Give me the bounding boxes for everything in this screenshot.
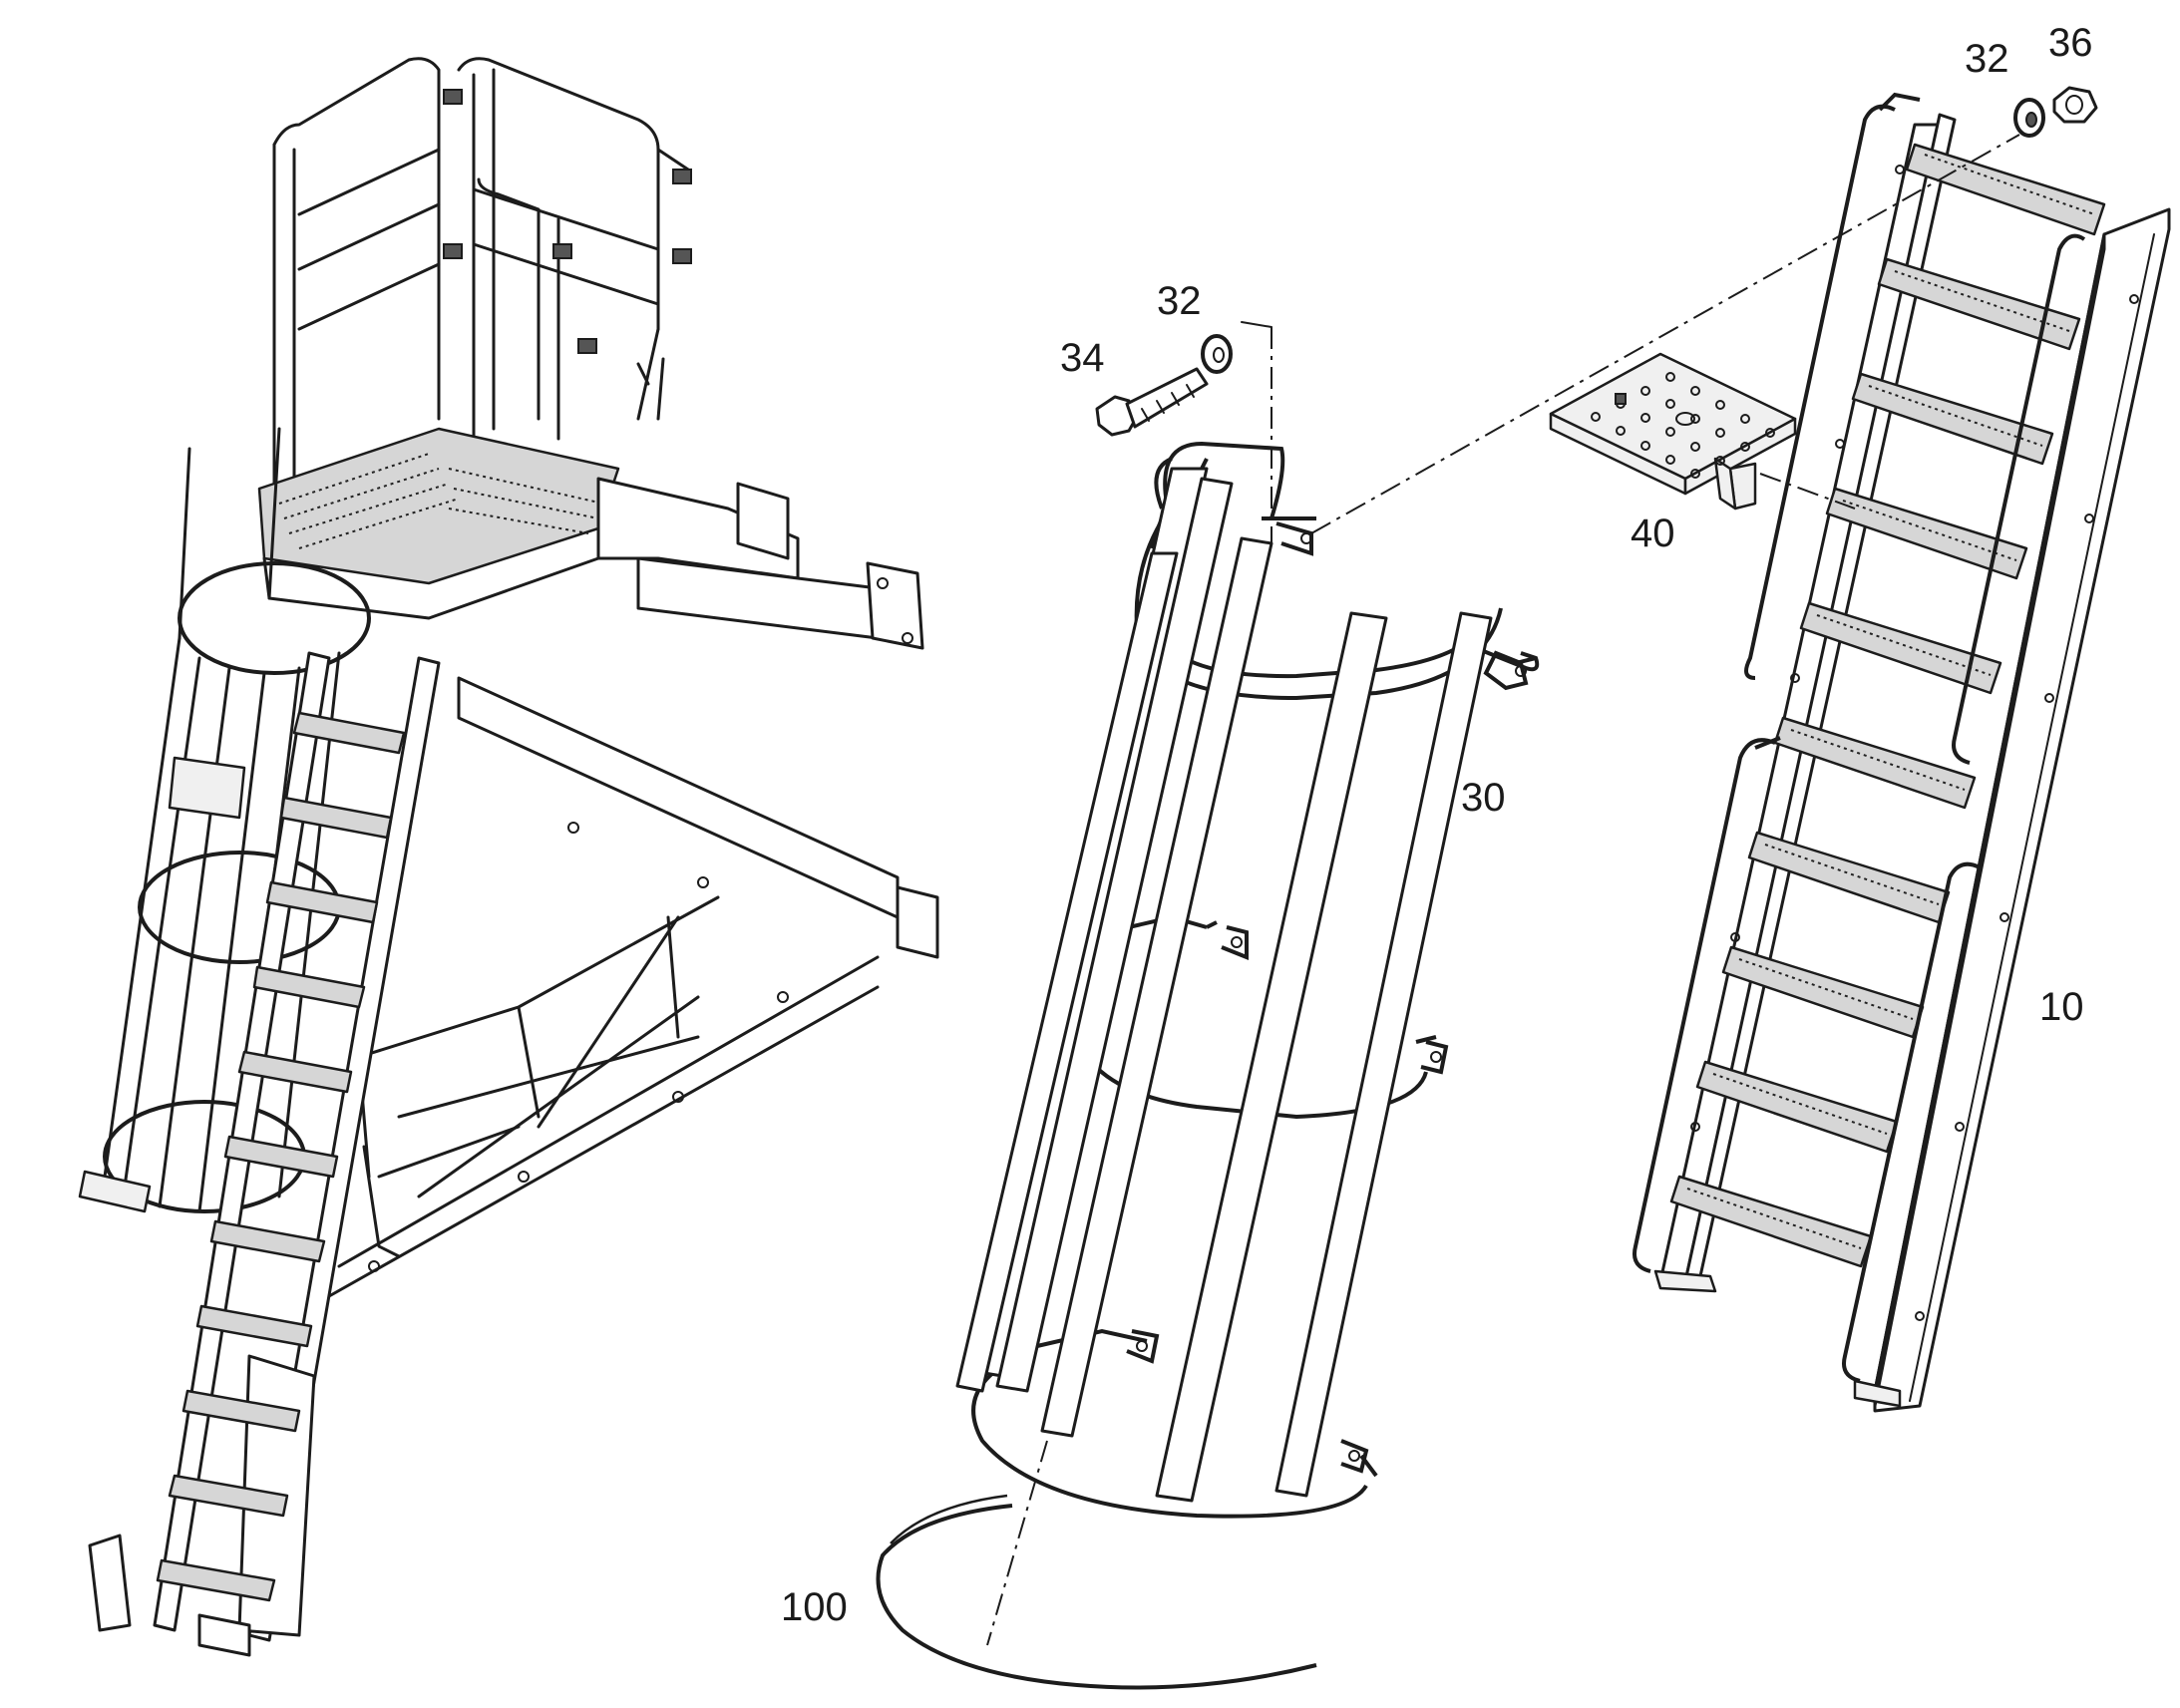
callout-100: 100 xyxy=(781,1585,848,1629)
support-arms xyxy=(327,477,939,1298)
callout-34: 34 xyxy=(1060,336,1105,380)
assembled-ladder xyxy=(78,651,441,1657)
callout-32-top: 32 xyxy=(1965,37,2009,81)
callout-40: 40 xyxy=(1631,512,1675,555)
washer-32-bolt xyxy=(1201,334,1233,374)
edge-trim-100 xyxy=(876,1494,1317,1690)
platform-guardrail xyxy=(272,57,692,501)
callout-labels: 10 30 32 32 34 36 40 100 xyxy=(781,21,2093,1629)
ladder-handrails xyxy=(1633,92,2086,1383)
bolt-34 xyxy=(1095,367,1209,437)
nut-36 xyxy=(2052,86,2098,124)
step-plate-40 xyxy=(1549,352,1797,511)
platform-deck xyxy=(257,427,620,620)
ladder-treads xyxy=(1669,143,2106,1268)
assembled-ladder-platform xyxy=(78,57,939,1657)
fasteners xyxy=(1095,86,2098,437)
ladder-10 xyxy=(1633,92,2171,1413)
callout-32-bolt: 32 xyxy=(1157,279,1202,323)
callout-30: 30 xyxy=(1461,776,1506,820)
callout-10: 10 xyxy=(2039,985,2084,1029)
callout-36: 36 xyxy=(2048,21,2093,65)
washer-32-top xyxy=(2013,98,2045,138)
assembly-lines xyxy=(986,134,2020,1646)
safety-cage-30 xyxy=(955,441,1540,1519)
